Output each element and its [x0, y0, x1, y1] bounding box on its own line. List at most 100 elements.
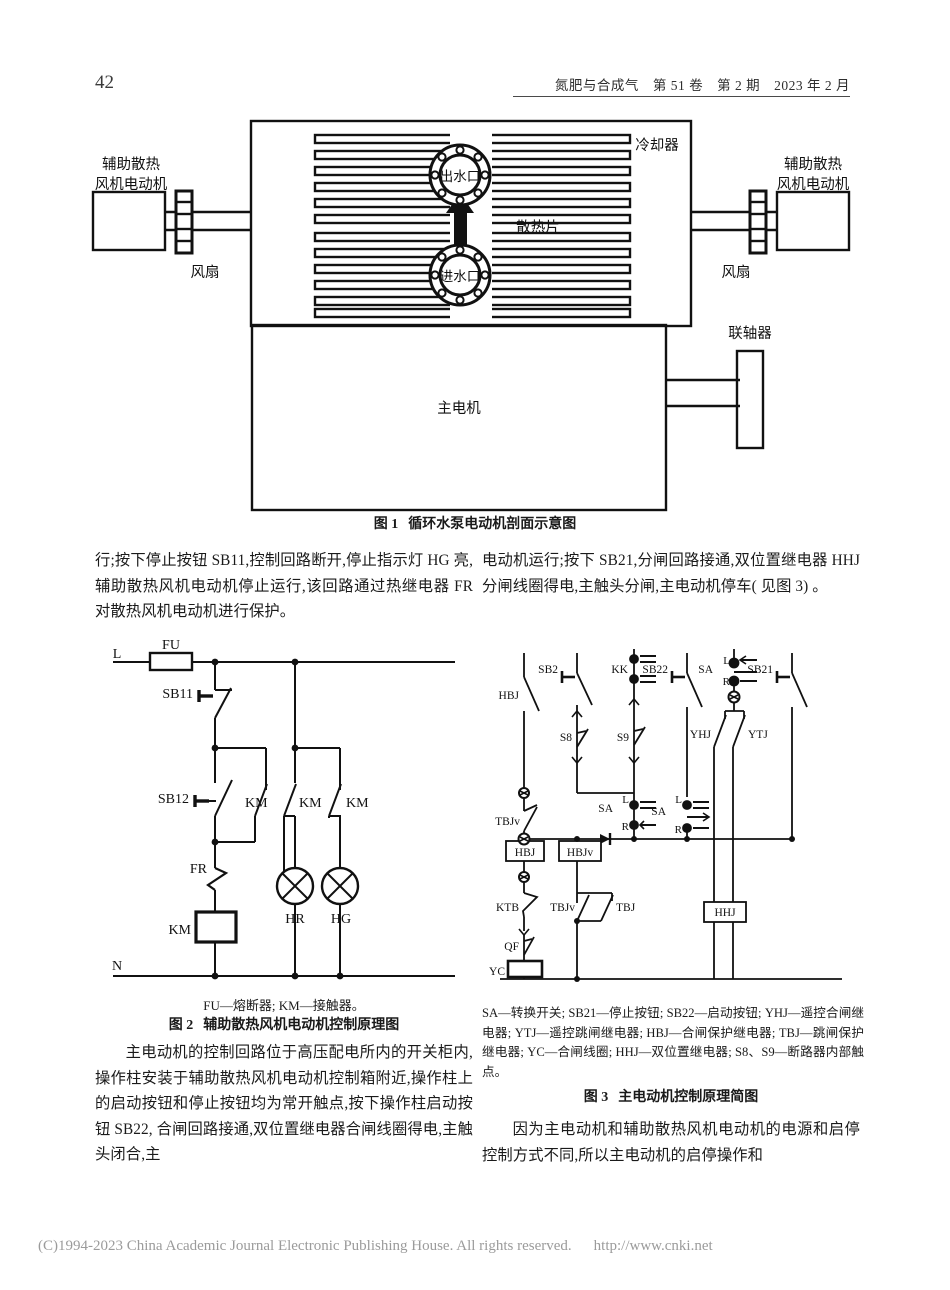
label-right-fan: 风扇 [722, 264, 751, 281]
label-sa-2-r: R [675, 824, 683, 836]
sa-selector-3 [728, 655, 757, 687]
label-sa-2-l: L [675, 794, 682, 806]
figure-1-number: 图 1 [373, 517, 399, 532]
motor-shaft [666, 378, 740, 408]
page-footer: (C)1994-2023 China Academic Journal Elec… [38, 1238, 918, 1255]
sa-selector-1 [629, 800, 656, 830]
figure-3-diagram: HBJ SB2 S8 KK SB22 S9 SA L R SA L R SA L… [482, 645, 860, 1000]
figure-3-title: 主电动机控制原理简图 [618, 1090, 759, 1105]
label-yhj: YHJ [690, 729, 712, 741]
fuse-symbol [148, 651, 194, 672]
label-stop-button-sb11: SB11 [162, 687, 193, 702]
right-aux-motor-box [775, 190, 851, 252]
label-ytj: YTJ [748, 729, 768, 741]
label-sa-1-l: L [622, 794, 629, 806]
right-column-paragraph-2: 因为主电动机和辅助散热风机电动机的电源和启停控制方式不同,所以主电动机的启停操作… [482, 1121, 860, 1164]
label-water-inlet: 进水口 [440, 269, 481, 284]
water-outlet-flange [428, 143, 492, 207]
label-cooling-fins: 散热片 [516, 219, 560, 236]
left-column-paragraph-2-container: 主电动机的控制回路位于高压配电所内的开关柜内,操作柱安装于辅助散热风机电动机控制… [95, 1040, 473, 1168]
lamp-hr-symbol [275, 866, 315, 906]
footer-url: http://www.cnki.net [593, 1238, 713, 1254]
cooling-fins-upper-right [468, 133, 632, 225]
label-left-aux-motor-line2: 风机电动机 [95, 176, 168, 193]
label-lamp-hg: HG [331, 912, 351, 927]
right-column-paragraph-2-container: 因为主电动机和辅助散热风机电动机的电源和启停控制方式不同,所以主电动机的启停操作… [482, 1117, 860, 1168]
label-sa-2: SA [651, 806, 666, 818]
label-line-n: N [112, 959, 122, 974]
coupling-box [735, 349, 765, 450]
km-coil-symbol [194, 910, 238, 944]
diode-symbol [600, 834, 610, 844]
label-sa-3-l: L [723, 655, 730, 667]
label-sa-1-r: R [622, 821, 630, 833]
label-sb22: SB22 [642, 664, 668, 676]
label-sa-3: SA [698, 664, 713, 676]
label-line-l: L [113, 647, 122, 662]
figure-2-title: 辅助散热风机电动机控制原理图 [203, 1018, 400, 1033]
label-km-contact-hg: KM [346, 796, 369, 811]
label-tbjv-contact: TBJv [495, 816, 520, 828]
label-km-contact-hr: KM [299, 796, 322, 811]
label-hbj-contact: HBJ [499, 690, 520, 702]
label-tbjv: TBJv [550, 902, 575, 914]
hbj-contact-blade [523, 676, 540, 712]
cooling-fins-lower-right [468, 231, 632, 319]
page-number: 42 [95, 72, 114, 93]
left-fan-pulley [174, 189, 194, 255]
label-right-aux-motor-line2: 风机电动机 [777, 176, 850, 193]
ytj-contact [732, 714, 746, 748]
figure-1-diagram: 辅助散热 风机电动机 风扇 辅助散热 风机电动机 风扇 冷却器 散热片 出水口 … [0, 110, 950, 535]
lamp-hg-symbol [320, 866, 360, 906]
label-lamp-hr: HR [285, 912, 305, 927]
page-header: 42 氮肥与合成气 第 51 卷 第 2 期 2023 年 2 月 [0, 68, 950, 104]
figure-1-title: 循环水泵电动机剖面示意图 [408, 517, 577, 532]
figure-3-legend: SA—转换开关; SB21—停止按钮; SB22—启动按钮; YHJ—遥控合闸继… [482, 1006, 864, 1079]
label-right-aux-motor-line1: 辅助散热 [784, 156, 842, 173]
label-kk: KK [611, 664, 628, 676]
figure-1-caption: 图 1 循环水泵电动机剖面示意图 [0, 513, 950, 533]
label-ktb: KTB [496, 902, 519, 914]
label-sb2: SB2 [538, 664, 558, 676]
figure-3-number: 图 3 [583, 1090, 609, 1105]
journal-citation: 氮肥与合成气 第 51 卷 第 2 期 2023 年 2 月 [554, 78, 850, 93]
sa-selector-2 [682, 800, 711, 833]
right-column-paragraph-1-container: 电动机运行;按下 SB21,分闸回路接通,双位置继电器 HHJ 分闸线圈得电,主… [482, 548, 860, 599]
label-tbj: TBJ [616, 902, 636, 914]
yhj-contact [713, 714, 727, 748]
ktb-contact [522, 892, 539, 918]
label-cooler: 冷却器 [635, 137, 679, 154]
label-hbj-coil: HBJ [515, 847, 536, 859]
label-s8: S8 [560, 732, 572, 744]
label-main-motor: 主电机 [437, 400, 481, 417]
label-yc: YC [489, 966, 505, 978]
label-water-outlet: 出水口 [440, 169, 481, 184]
label-s9: S9 [617, 732, 629, 744]
left-column-paragraph-1-container: 行;按下停止按钮 SB11,控制回路断开,停止指示灯 HG 亮,辅助散热风机电动… [95, 548, 473, 625]
kk-contact-lower [629, 674, 656, 684]
figure-2-number: 图 2 [168, 1018, 194, 1033]
label-sa-1: SA [598, 803, 613, 815]
figure-3-caption: 图 3 主电动机控制原理简图 [482, 1086, 860, 1106]
label-hbjv-coil: HBJv [567, 847, 593, 859]
label-km-coil: KM [168, 923, 191, 938]
right-column-paragraph-1: 电动机运行;按下 SB21,分闸回路接通,双位置继电器 HHJ 分闸线圈得电,主… [482, 552, 860, 595]
label-coupling: 联轴器 [728, 325, 772, 342]
hhj-coil-box [703, 901, 747, 923]
label-fuse-fu: FU [162, 640, 180, 653]
label-qf: QF [504, 941, 519, 953]
left-column-paragraph-2: 主电动机的控制回路位于高压配电所内的开关柜内,操作柱安装于辅助散热风机电动机控制… [95, 1044, 473, 1164]
header-rule [513, 96, 850, 97]
left-column-paragraph-1: 行;按下停止按钮 SB11,控制回路断开,停止指示灯 HG 亮,辅助散热风机电动… [95, 552, 473, 621]
label-left-aux-motor-line1: 辅助散热 [102, 156, 160, 173]
label-hhj: HHJ [714, 907, 736, 919]
label-km-holding-contact: KM [245, 796, 268, 811]
yc-coil-box [506, 959, 544, 979]
label-thermal-relay-fr: FR [190, 862, 208, 877]
left-aux-motor-box [91, 190, 167, 252]
footer-copyright: (C)1994-2023 China Academic Journal Elec… [38, 1238, 572, 1254]
label-start-button-sb12: SB12 [158, 792, 189, 807]
figure-2-legend: FU—熔断器; KM—接触器。 [203, 998, 365, 1013]
label-sb21: SB21 [747, 664, 773, 676]
